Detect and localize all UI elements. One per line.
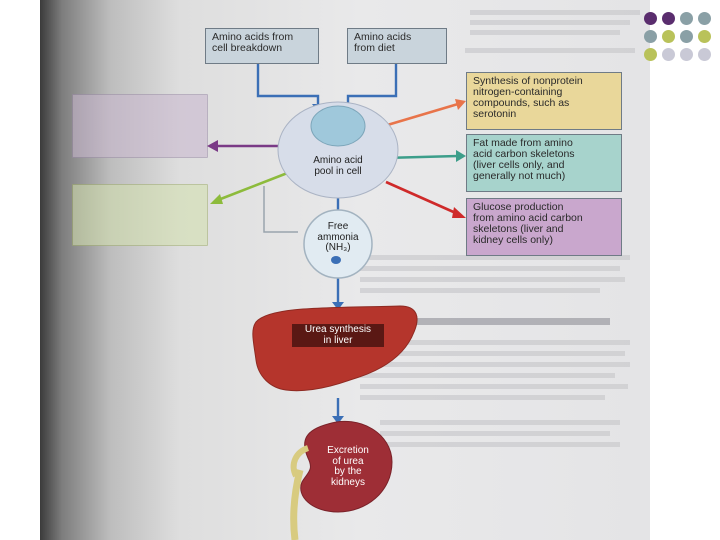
decor-dot-grid xyxy=(640,12,720,112)
kidney-label-line: of urea xyxy=(332,455,364,467)
liver-illustration xyxy=(252,305,418,392)
ammonia-circle xyxy=(303,209,373,279)
decor-dot xyxy=(680,30,693,43)
faded-left-box-energy xyxy=(72,184,208,246)
output-label-line: Glucose production xyxy=(473,201,564,213)
pool-label-line: Amino acid xyxy=(313,155,363,166)
kidney-illustration xyxy=(300,420,393,513)
arrow-to-nonprotein xyxy=(383,102,459,128)
decor-dot xyxy=(698,12,711,25)
output-label-line: kidney cells only) xyxy=(473,234,553,246)
connector-diet-to-pool xyxy=(346,64,398,106)
kidney-label-line: kidneys xyxy=(331,476,365,488)
cell-nucleus xyxy=(310,105,366,147)
decor-dot xyxy=(680,48,693,61)
output-label-line: skeletons (liver and xyxy=(473,223,564,235)
output-label-line: nitrogen-containing xyxy=(473,86,563,98)
decor-dot xyxy=(644,12,657,25)
liver-label: Urea synthesis in liver xyxy=(292,324,384,347)
kidney-label-line: Excretion xyxy=(327,445,369,456)
decor-dot xyxy=(698,30,711,43)
decor-dot xyxy=(698,48,711,61)
cell-body xyxy=(277,101,399,199)
output-label-line: Fat made from amino xyxy=(473,137,573,149)
free-ammonia-label: Free ammonia (NH₃) xyxy=(308,221,368,254)
decor-dot xyxy=(644,48,657,61)
pool-label: Amino acid pool in cell xyxy=(298,155,378,177)
arrow-to-left-bottom xyxy=(217,170,291,202)
decor-dot xyxy=(644,30,657,43)
output-label-line: serotonin xyxy=(473,108,517,120)
connector-bracket xyxy=(263,186,298,233)
output-label-line: (liver cells only, and xyxy=(473,159,565,171)
input-label-line: from diet xyxy=(354,42,395,54)
ureter-illustration xyxy=(290,469,304,540)
output-label-line: compounds, such as xyxy=(473,97,570,109)
arrow-to-glucose xyxy=(385,180,459,216)
ammonia-label-line: (NH₃) xyxy=(325,242,351,253)
kidney-label: Excretion of urea by the kidneys xyxy=(316,445,380,488)
pool-label-line: pool in cell xyxy=(314,165,362,177)
output-label-line: generally not much) xyxy=(473,170,566,182)
liver-label-line: in liver xyxy=(323,334,353,346)
faded-left-box-proteins xyxy=(72,94,208,158)
decor-dot xyxy=(662,30,675,43)
output-label-line: acid carbon skeletons xyxy=(473,148,575,160)
input-label-line: Amino acids from xyxy=(212,31,294,43)
output-label-line: Synthesis of nonprotein xyxy=(473,75,583,87)
input-label-line: cell breakdown xyxy=(212,42,283,54)
ammonia-label-line: ammonia xyxy=(317,231,359,243)
connector-breakdown-to-pool xyxy=(256,64,320,106)
kidney-label-line: by the xyxy=(334,466,362,477)
input-box-diet: Amino acids from diet xyxy=(347,28,447,64)
decor-dot xyxy=(680,12,693,25)
ammonia-molecule-icon xyxy=(331,256,341,264)
input-label-line: Amino acids xyxy=(354,31,412,43)
output-box-nonprotein: Synthesis of nonprotein nitrogen-contain… xyxy=(466,72,622,130)
renal-pelvis-illustration xyxy=(290,445,310,478)
decor-dot xyxy=(662,12,675,25)
ammonia-label-line: Free xyxy=(327,221,349,232)
input-box-cell-breakdown: Amino acids from cell breakdown xyxy=(205,28,319,64)
output-label-line: from amino acid carbon xyxy=(473,212,583,224)
liver-label-line: Urea synthesis xyxy=(304,324,372,335)
output-box-glucose: Glucose production from amino acid carbo… xyxy=(466,198,622,256)
output-box-fat: Fat made from amino acid carbon skeleton… xyxy=(466,134,622,192)
decor-dot xyxy=(662,48,675,61)
